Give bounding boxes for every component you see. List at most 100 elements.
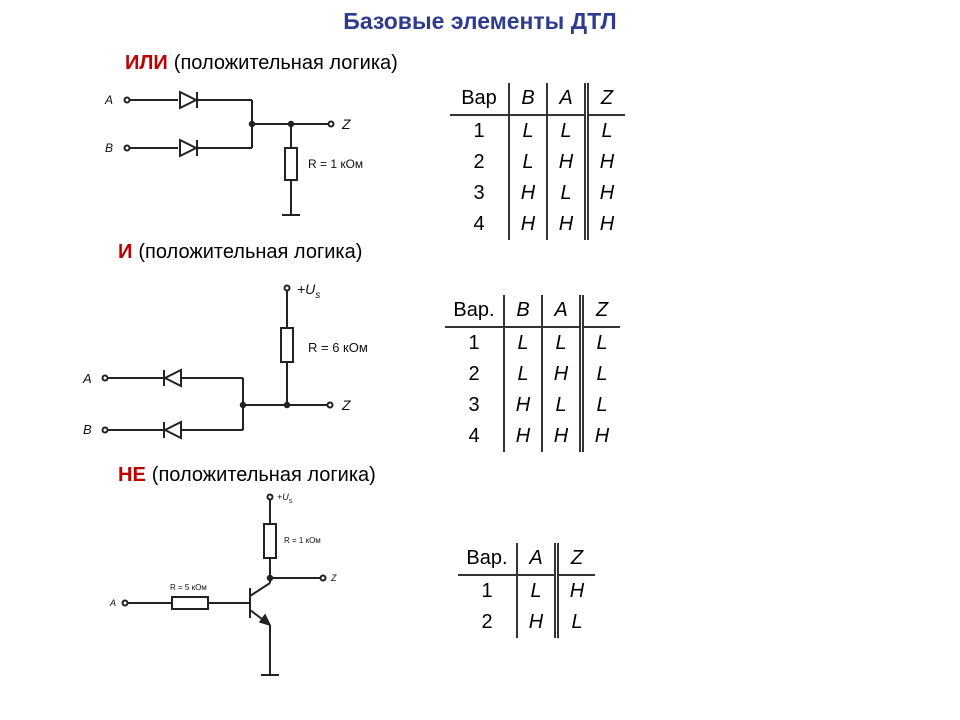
header-cell: A bbox=[541, 295, 582, 328]
table-cell: L bbox=[516, 575, 557, 607]
table-cell: 4 bbox=[468, 425, 480, 447]
and-input-a-label: A bbox=[82, 371, 92, 386]
and-subtitle: (положительная логика) bbox=[138, 241, 363, 263]
or-subtitle: (положительная логика) bbox=[173, 52, 398, 74]
table-header-row: Вар B A Z bbox=[450, 83, 625, 116]
table-cell: 2 bbox=[468, 363, 480, 385]
table-cell: L bbox=[579, 359, 620, 390]
not-output-terminal bbox=[319, 574, 327, 582]
header-cell: Вар. bbox=[445, 295, 504, 328]
table-cell: L bbox=[503, 327, 542, 359]
table-cell: 4 bbox=[473, 213, 485, 235]
and-output-label: Z bbox=[341, 397, 351, 413]
table-cell: H bbox=[546, 147, 587, 178]
or-input-b-label: B bbox=[105, 141, 113, 155]
table-cell: 1 bbox=[473, 120, 485, 142]
table-row: 3 H L H bbox=[450, 178, 625, 209]
header-cell: Вар. bbox=[458, 543, 517, 576]
table-cell: 2 bbox=[481, 611, 493, 633]
not-input-a-terminal bbox=[121, 599, 129, 607]
table-cell: 3 bbox=[468, 394, 480, 416]
or-output-label: Z bbox=[341, 116, 351, 132]
table-cell: H bbox=[554, 575, 595, 607]
or-resistor-label: R = 1 кОм bbox=[308, 157, 363, 171]
not-collector-resistor bbox=[263, 523, 277, 559]
table-cell: L bbox=[508, 115, 547, 147]
table-cell: L bbox=[554, 607, 595, 638]
table-cell: L bbox=[508, 147, 547, 178]
table-cell: H bbox=[503, 421, 542, 452]
table-cell: 2 bbox=[473, 151, 485, 173]
table-row: 4 H H H bbox=[445, 421, 620, 452]
header-cell: Z bbox=[579, 295, 620, 328]
table-row: 3 H L L bbox=[445, 390, 620, 421]
table-cell: H bbox=[503, 390, 542, 421]
table-cell: L bbox=[541, 327, 582, 359]
table-cell: H bbox=[541, 359, 582, 390]
table-cell: H bbox=[508, 209, 547, 240]
table-cell: H bbox=[584, 209, 625, 240]
header-cell: B bbox=[503, 295, 542, 328]
not-base-resistor bbox=[171, 596, 209, 610]
table-cell: L bbox=[584, 115, 625, 147]
table-header-row: Вар. B A Z bbox=[445, 295, 620, 328]
not-heading: НЕ(положительная логика) bbox=[118, 464, 376, 487]
or-truth-table: Вар B A Z 1 L L L 2 L H H 3 H L H 4 H H bbox=[450, 83, 625, 240]
not-input-a-label: A bbox=[109, 598, 116, 608]
not-transistor-icon bbox=[249, 582, 272, 627]
table-row: 4 H H H bbox=[450, 209, 625, 240]
table-row: 2 L H H bbox=[450, 147, 625, 178]
header-cell: Вар bbox=[450, 83, 509, 116]
table-cell: H bbox=[579, 421, 620, 452]
table-row: 1 L L L bbox=[445, 327, 620, 359]
table-cell: H bbox=[541, 421, 582, 452]
header-cell: B bbox=[508, 83, 547, 116]
and-output-terminal bbox=[326, 401, 334, 409]
table-cell: L bbox=[546, 178, 587, 209]
table-row: 1 L L L bbox=[450, 115, 625, 147]
header-cell: A bbox=[546, 83, 587, 116]
or-input-a-label: A bbox=[104, 93, 113, 107]
not-output-label: Z bbox=[330, 573, 337, 583]
table-cell: L bbox=[546, 115, 587, 147]
not-collector-resistor-label: R = 1 кОм bbox=[284, 536, 321, 545]
table-cell: 1 bbox=[481, 580, 493, 602]
or-heading: ИЛИ(положительная логика) bbox=[125, 52, 398, 75]
not-subtitle: (положительная логика) bbox=[151, 464, 376, 486]
table-cell: H bbox=[546, 209, 587, 240]
header-cell: Z bbox=[584, 83, 625, 116]
and-keyword: И bbox=[118, 241, 133, 263]
not-base-resistor-label: R = 5 кОм bbox=[170, 583, 207, 592]
or-keyword: ИЛИ bbox=[125, 52, 168, 74]
table-cell: 3 bbox=[473, 182, 485, 204]
not-supply-label: +Us bbox=[277, 492, 293, 505]
table-cell: L bbox=[579, 327, 620, 359]
header-cell: Z bbox=[554, 543, 595, 576]
table-row: 2 H L bbox=[458, 607, 595, 638]
and-input-b-label: B bbox=[83, 422, 92, 437]
table-cell: H bbox=[584, 178, 625, 209]
table-cell: 1 bbox=[468, 332, 480, 354]
and-truth-table: Вар. B A Z 1 L L L 2 L H L 3 H L L 4 H H bbox=[445, 295, 620, 452]
or-output-terminal bbox=[327, 120, 335, 128]
table-cell: L bbox=[579, 390, 620, 421]
table-cell: H bbox=[584, 147, 625, 178]
header-cell: A bbox=[516, 543, 557, 576]
not-truth-table: Вар. A Z 1 L H 2 H L bbox=[458, 543, 595, 638]
table-cell: H bbox=[508, 178, 547, 209]
and-supply-label: +Us bbox=[297, 281, 320, 301]
not-supply-terminal bbox=[266, 493, 274, 501]
page-title: Базовые элементы ДТЛ bbox=[343, 8, 617, 34]
table-cell: H bbox=[516, 607, 557, 638]
table-cell: L bbox=[541, 390, 582, 421]
table-row: 1 L H bbox=[458, 575, 595, 607]
table-header-row: Вар. A Z bbox=[458, 543, 595, 576]
and-heading: И(положительная логика) bbox=[118, 241, 362, 264]
table-cell: L bbox=[503, 359, 542, 390]
table-row: 2 L H L bbox=[445, 359, 620, 390]
not-keyword: НЕ bbox=[118, 464, 146, 486]
and-resistor-label: R = 6 кОм bbox=[308, 340, 368, 355]
